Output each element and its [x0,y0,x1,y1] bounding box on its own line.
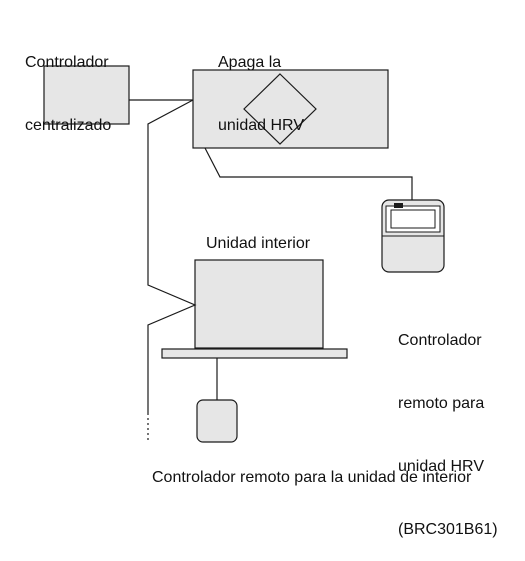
indoor-unit-panel [161,348,348,359]
hrv-remote-label-line4: (BRC301B61) [398,521,498,538]
hrv-remote-label-line1: Controlador [398,332,482,349]
indoor-remote-label: Controlador remoto para la unidad de int… [152,469,472,486]
hrv-remote-label-line3: unidad HRV [398,458,484,475]
hrv-remote-label: Controlador remoto para unidad HRV (BRC3… [398,288,498,561]
central-controller-label-line2: centralizado [25,117,112,134]
hrv-remote-indicator [394,203,403,208]
central-controller-label: Controlador centralizado [25,10,111,157]
central-controller-box [43,65,130,125]
hrv-to-indoor-wire [147,99,197,415]
indoor-unit-box [194,259,324,349]
hrv-unit-label-line2: unidad HRV [218,117,304,134]
central-controller-label-line1: Controlador [25,54,109,71]
hrv-to-remote-wire [204,147,413,200]
hrv-unit-box [192,69,389,149]
hrv-unit-label-line1: Apaga la [218,54,282,71]
wiring-diagram [43,65,445,443]
indoor-remote-controller [196,399,238,443]
indoor-unit-label: Unidad interior [206,235,311,252]
hrv-remote-label-line2: remoto para [398,395,485,412]
hrv-remote-screen [390,209,436,229]
hrv-diamond [243,73,317,145]
hrv-unit-label: Apaga la unidad HRV [218,10,304,157]
